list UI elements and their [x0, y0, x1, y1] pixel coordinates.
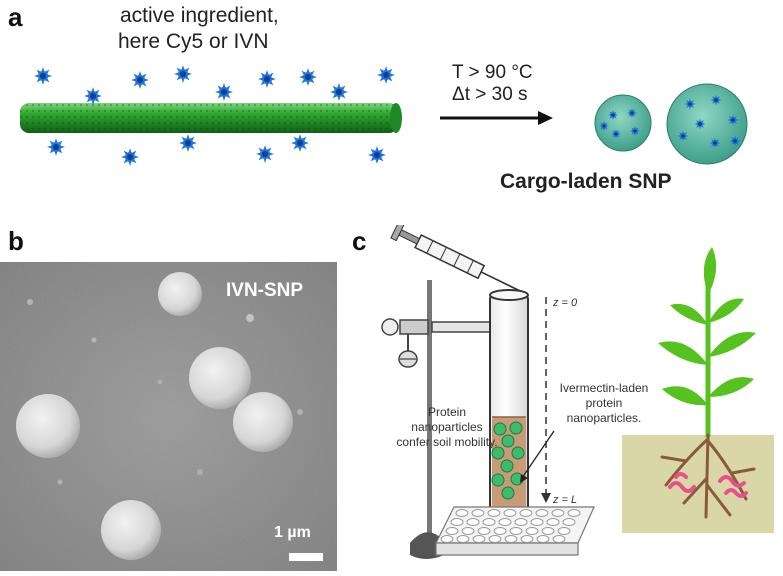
well-plate [435, 506, 595, 556]
soil-column [489, 289, 529, 511]
depth-label-bottom: z = L [553, 494, 578, 506]
protein-label-line1: Protein [427, 405, 467, 419]
sem-image: IVN-SNP 1 µm [0, 262, 337, 571]
product-label: Cargo-laden SNP [500, 170, 672, 193]
scale-bar-label: 1 µm [274, 524, 311, 541]
depth-label-top: z = 0 [553, 297, 578, 309]
sem-label: IVN-SNP [226, 280, 304, 301]
panel-c-illustration [381, 225, 774, 559]
ingredient-label-line2: here Cy5 or IVN [118, 30, 269, 53]
snp-large [666, 83, 748, 165]
depth-axis [541, 297, 551, 503]
reaction-arrow [440, 111, 553, 125]
protein-label-line3: confer soil mobility. [396, 435, 498, 449]
ivermectin-label-line1: Ivermectin-laden [559, 381, 649, 395]
ingredient-label-line1: active ingredient, [120, 4, 279, 27]
panel-letter-b: b [8, 226, 24, 256]
pointer-line [521, 430, 555, 479]
virus-rod [20, 103, 402, 133]
sem-particle [158, 272, 202, 316]
panel-letter-c: c [352, 226, 367, 256]
sem-micrograph [0, 262, 337, 571]
condition-time: Δt > 30 s [452, 84, 528, 105]
panel-a-schematic [20, 65, 748, 166]
panel-letter-a: a [8, 2, 23, 32]
nematodes [668, 472, 748, 498]
snp-small [594, 94, 652, 152]
ivermectin-label-line3: nanoparticles. [566, 411, 642, 425]
sem-particle [189, 347, 251, 409]
plant [658, 247, 756, 437]
syringe [390, 225, 527, 295]
sem-particle [101, 500, 161, 560]
sem-particle [16, 394, 80, 458]
ivermectin-label-line2: protein [585, 396, 623, 410]
soil-box [622, 435, 774, 533]
protein-label-line2: nanoparticles [411, 420, 483, 434]
plant-roots [660, 433, 756, 519]
condition-temperature: T > 90 °C [452, 62, 533, 83]
scale-bar [289, 553, 323, 561]
sem-particle [233, 392, 293, 452]
